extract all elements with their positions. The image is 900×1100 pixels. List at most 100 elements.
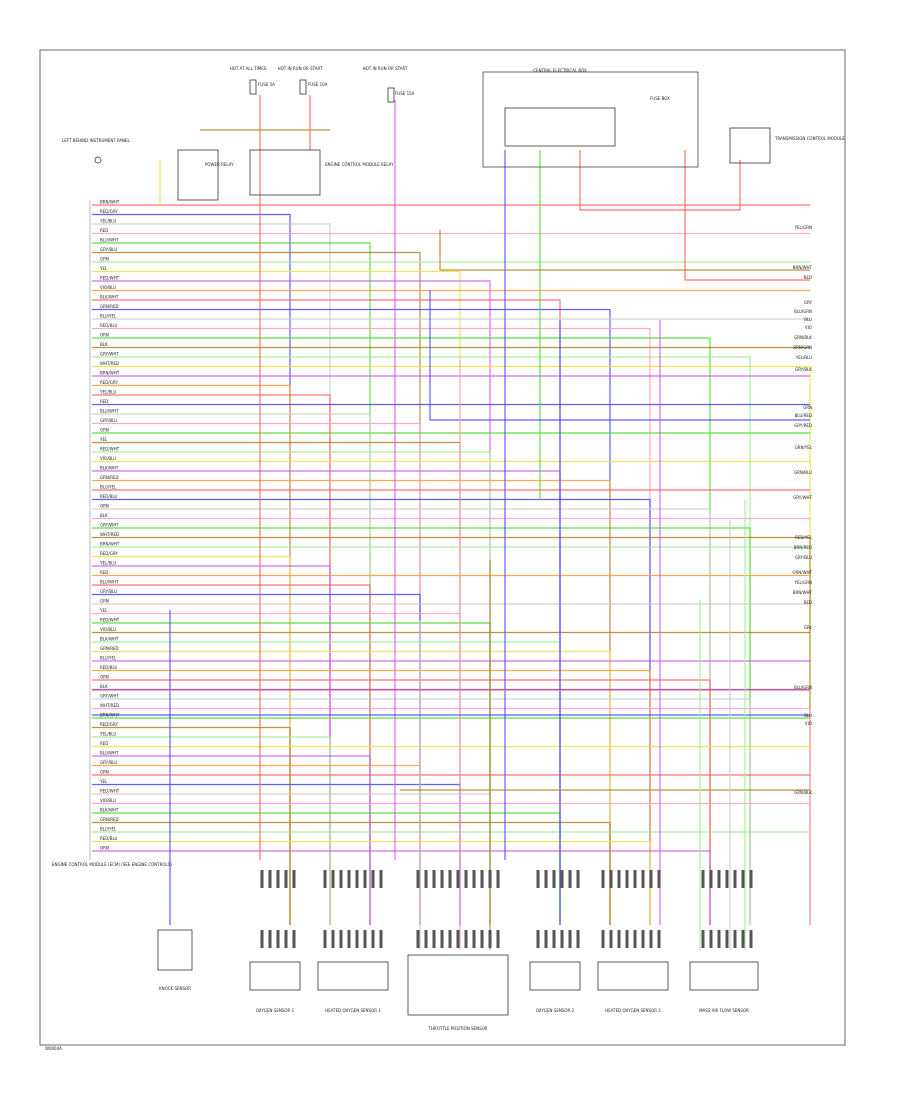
ecm-pin-label: RED/WHT bbox=[100, 276, 120, 281]
mass-air-flow-sensor: MASS AIR FLOW SENSOR bbox=[689, 961, 759, 1013]
connector-pin bbox=[284, 930, 288, 948]
wire-to-component bbox=[92, 337, 711, 925]
wire-to-component bbox=[92, 394, 331, 925]
connector-pin bbox=[601, 870, 605, 888]
connector-pin bbox=[544, 870, 548, 888]
wire-to-component bbox=[92, 821, 611, 925]
wire-to-component bbox=[92, 441, 461, 925]
ecm-pin-label: BRN/WHT bbox=[100, 713, 120, 718]
ecm-pin-label: YEL/BLU bbox=[99, 219, 116, 224]
diagram-border bbox=[39, 49, 846, 1046]
ecm-pin-label: GRY/WHT bbox=[100, 352, 119, 357]
ecm-pin-label: RED bbox=[100, 741, 108, 746]
connector-pin bbox=[496, 870, 500, 888]
connector-pin bbox=[496, 930, 500, 948]
right-relay-box bbox=[729, 127, 771, 164]
wire-to-component bbox=[92, 736, 331, 925]
ecm-pin-labels: BRN/WHT RED/GRY YEL/BLU RED BLU/WHT GRY/BLU GR… bbox=[99, 200, 120, 851]
o2-sensor-2-label: OXYGEN SENSOR 2 bbox=[536, 1008, 575, 1013]
wire-to-component bbox=[92, 612, 461, 925]
ecm-pin-label: YEL/BLU bbox=[99, 561, 116, 566]
wire-to-component bbox=[92, 422, 421, 925]
right-components-label: TRANSMISSION CONTROL MODULE bbox=[774, 136, 845, 141]
ecm-pin-label: RED/WHT bbox=[100, 447, 120, 452]
connector-pin bbox=[456, 870, 460, 888]
connector-pin bbox=[379, 930, 383, 948]
fuse-2-rating: FUSE 10A bbox=[308, 82, 328, 87]
right-wire-label: YEL/GRN bbox=[794, 225, 812, 230]
oxygen-sensor-1: OXYGEN SENSOR 1 bbox=[249, 961, 301, 1013]
right-wire-label: ORN/WHT bbox=[792, 570, 812, 575]
right-wire-label: RED bbox=[804, 600, 812, 605]
connector-pin bbox=[633, 870, 637, 888]
wire-to-component bbox=[92, 593, 421, 925]
connector-pin bbox=[749, 870, 753, 888]
o2-sensor-1-body bbox=[249, 961, 301, 991]
wire-to-component bbox=[92, 707, 811, 925]
right-wire-label: BRN/GRN bbox=[793, 345, 812, 350]
maf-body bbox=[689, 961, 759, 991]
connector-pin bbox=[641, 870, 645, 888]
connector-pin bbox=[601, 930, 605, 948]
connector-pin bbox=[641, 930, 645, 948]
connector-pin bbox=[323, 870, 327, 888]
ecm-pin-label: RED/BLU bbox=[100, 665, 118, 670]
connector-pin bbox=[347, 870, 351, 888]
o2-sensor-2-body bbox=[529, 961, 581, 991]
right-wire-label: GRN/YEL bbox=[795, 445, 813, 450]
connector-pin bbox=[609, 870, 613, 888]
ecm-pin-label: GRY/BLU bbox=[100, 418, 117, 423]
ecm-pin-label: RED/BLU bbox=[100, 323, 118, 328]
heated-oxygen-sensor-2: HEATED OXYGEN SENSOR 2 bbox=[597, 961, 669, 1013]
connector-pin bbox=[424, 930, 428, 948]
ecm-pin-label: BLU/WHT bbox=[100, 580, 119, 585]
connector-pin bbox=[292, 930, 296, 948]
connector-pin bbox=[464, 930, 468, 948]
ecm-pin-label: VIO/BLU bbox=[100, 627, 116, 632]
wire-to-component bbox=[92, 251, 421, 925]
ecm-pin-label: WHT/RED bbox=[100, 703, 119, 708]
left-splice-label: LEFT BEHIND INSTRUMENT PANEL bbox=[62, 138, 130, 143]
ecm-pin-label: BLU/YEL bbox=[100, 314, 117, 319]
ecm-pin-label: GRY/WHT bbox=[100, 523, 119, 528]
ecm-pin-label: BLK bbox=[100, 342, 108, 347]
connector-pin bbox=[749, 930, 753, 948]
wire-to-component bbox=[92, 527, 751, 925]
ecm-pin-label: GRN/RED bbox=[100, 817, 119, 822]
ecm-pin-label: RED/GRY bbox=[100, 380, 118, 385]
fuse-3-symbol bbox=[387, 87, 395, 103]
ecm-pin-label: RED/WHT bbox=[100, 789, 120, 794]
connector-pin bbox=[701, 870, 705, 888]
wire-blue-right bbox=[429, 290, 810, 421]
maf-label: MASS AIR FLOW SENSOR bbox=[699, 1008, 749, 1013]
fuse-3-rating: FUSE 15A bbox=[395, 91, 415, 96]
wire-to-component bbox=[92, 840, 651, 925]
right-wire-label: RED bbox=[804, 275, 812, 280]
ecm-pin-label: BLK/WHT bbox=[100, 295, 119, 300]
ecm-pin-label: GRY/WHT bbox=[100, 694, 119, 699]
connector-pin bbox=[379, 870, 383, 888]
connector-pin bbox=[276, 930, 280, 948]
connector-pin bbox=[424, 870, 428, 888]
right-wire-label: BRN/RED bbox=[794, 545, 812, 550]
connector-pin bbox=[617, 870, 621, 888]
ecm-pin-label: BLU/WHT bbox=[100, 409, 119, 414]
connector-pin bbox=[544, 930, 548, 948]
wire-to-component bbox=[92, 584, 371, 925]
oxygen-sensor-2: OXYGEN SENSOR 2 bbox=[529, 961, 581, 1013]
ecm-pin-label: YEL bbox=[99, 608, 108, 613]
ecm-pin-label: BLK bbox=[100, 684, 108, 689]
fuse-1-symbol bbox=[249, 79, 257, 95]
connector-pin bbox=[448, 930, 452, 948]
connector-pin bbox=[568, 930, 572, 948]
ecm-pin-label: GRN/RED bbox=[100, 304, 119, 309]
ecm-pin-label: GRN bbox=[100, 428, 109, 433]
right-wire-label: GRY bbox=[804, 300, 813, 305]
right-wire-label: BLU/GRN bbox=[794, 685, 812, 690]
wire-right-red bbox=[684, 150, 810, 281]
ecm-pin-label: WHT/RED bbox=[100, 532, 119, 537]
ecm-pin-label: VIO/BLU bbox=[100, 285, 116, 290]
ecm-pin-label: BLK bbox=[100, 513, 108, 518]
wire-brown-right bbox=[439, 230, 810, 271]
right-wire-label: BLU/GRN bbox=[794, 309, 812, 314]
